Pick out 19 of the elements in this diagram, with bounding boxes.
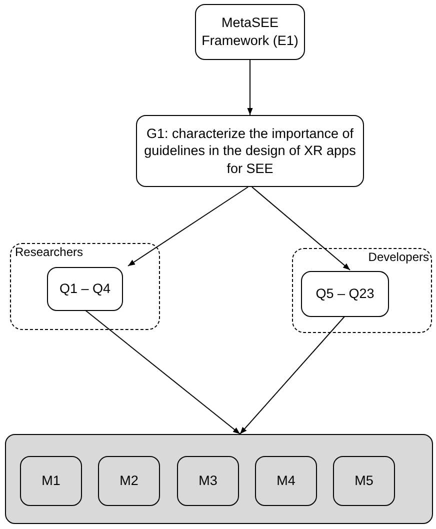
process-box: Q5 – Q23	[301, 271, 389, 317]
metric-box: M2	[98, 456, 160, 506]
group-label: Developers	[368, 250, 429, 264]
metrics-panel	[5, 434, 433, 524]
arrow	[247, 60, 253, 116]
metric-box: M1	[20, 456, 82, 506]
arrow	[84, 310, 240, 434]
process-box: MetaSEE Framework (E1)	[195, 4, 305, 60]
process-box: Q1 – Q4	[47, 267, 123, 311]
arrow	[252, 186, 350, 270]
process-box: G1: characterize the importance of guidelines in the design of XR apps for SEE	[136, 115, 364, 187]
arrow	[128, 186, 248, 266]
dashed-group	[10, 243, 160, 330]
metric-box: M3	[177, 456, 239, 506]
dashed-group	[292, 248, 432, 333]
arrow	[240, 316, 346, 434]
metric-box: M4	[255, 456, 317, 506]
metric-box: M5	[333, 456, 395, 506]
group-label: Researchers	[15, 245, 84, 259]
